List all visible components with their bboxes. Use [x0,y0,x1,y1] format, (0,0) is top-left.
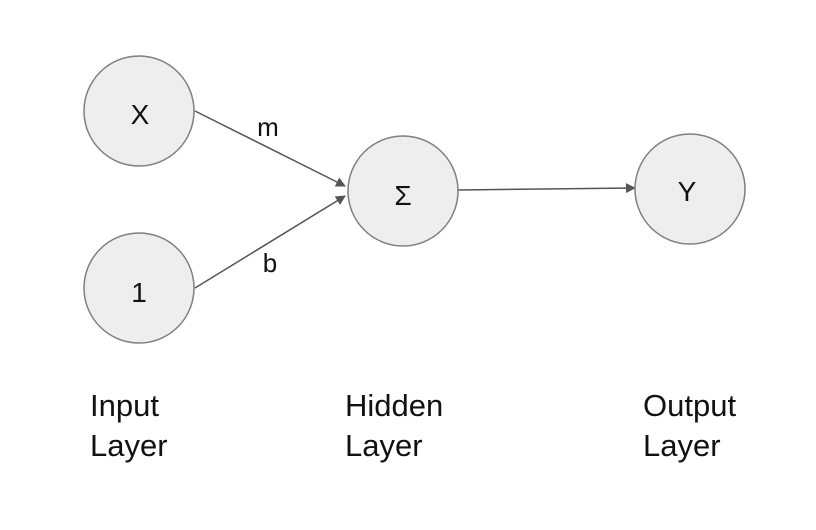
node-sum: Σ [347,135,459,247]
node-x-label: X [131,99,150,130]
edge-label-b: b [263,248,277,278]
node-y-label: Y [678,176,697,207]
node-x: X [83,55,195,167]
edge-sum-to-y [457,183,636,194]
input-layer-label: Input Layer [90,386,168,466]
input-layer-label-line2: Layer [90,428,168,463]
node-sum-label: Σ [394,180,411,211]
edge-label-m: m [257,112,279,142]
hidden-layer-label-line2: Layer [345,428,423,463]
edge-one-to-sum [194,195,346,289]
edge-x-to-sum [194,110,346,187]
node-bias-label: 1 [131,277,147,308]
output-layer-label-line1: Output [643,388,737,423]
hidden-layer-label-line1: Hidden [345,388,444,423]
output-layer-label-line2: Layer [643,428,721,463]
node-y: Y [634,133,746,245]
input-layer-label-line1: Input [90,388,159,423]
node-bias: 1 [83,232,195,344]
output-layer-label: Output Layer [643,386,736,466]
hidden-layer-label: Hidden Layer [345,386,443,466]
